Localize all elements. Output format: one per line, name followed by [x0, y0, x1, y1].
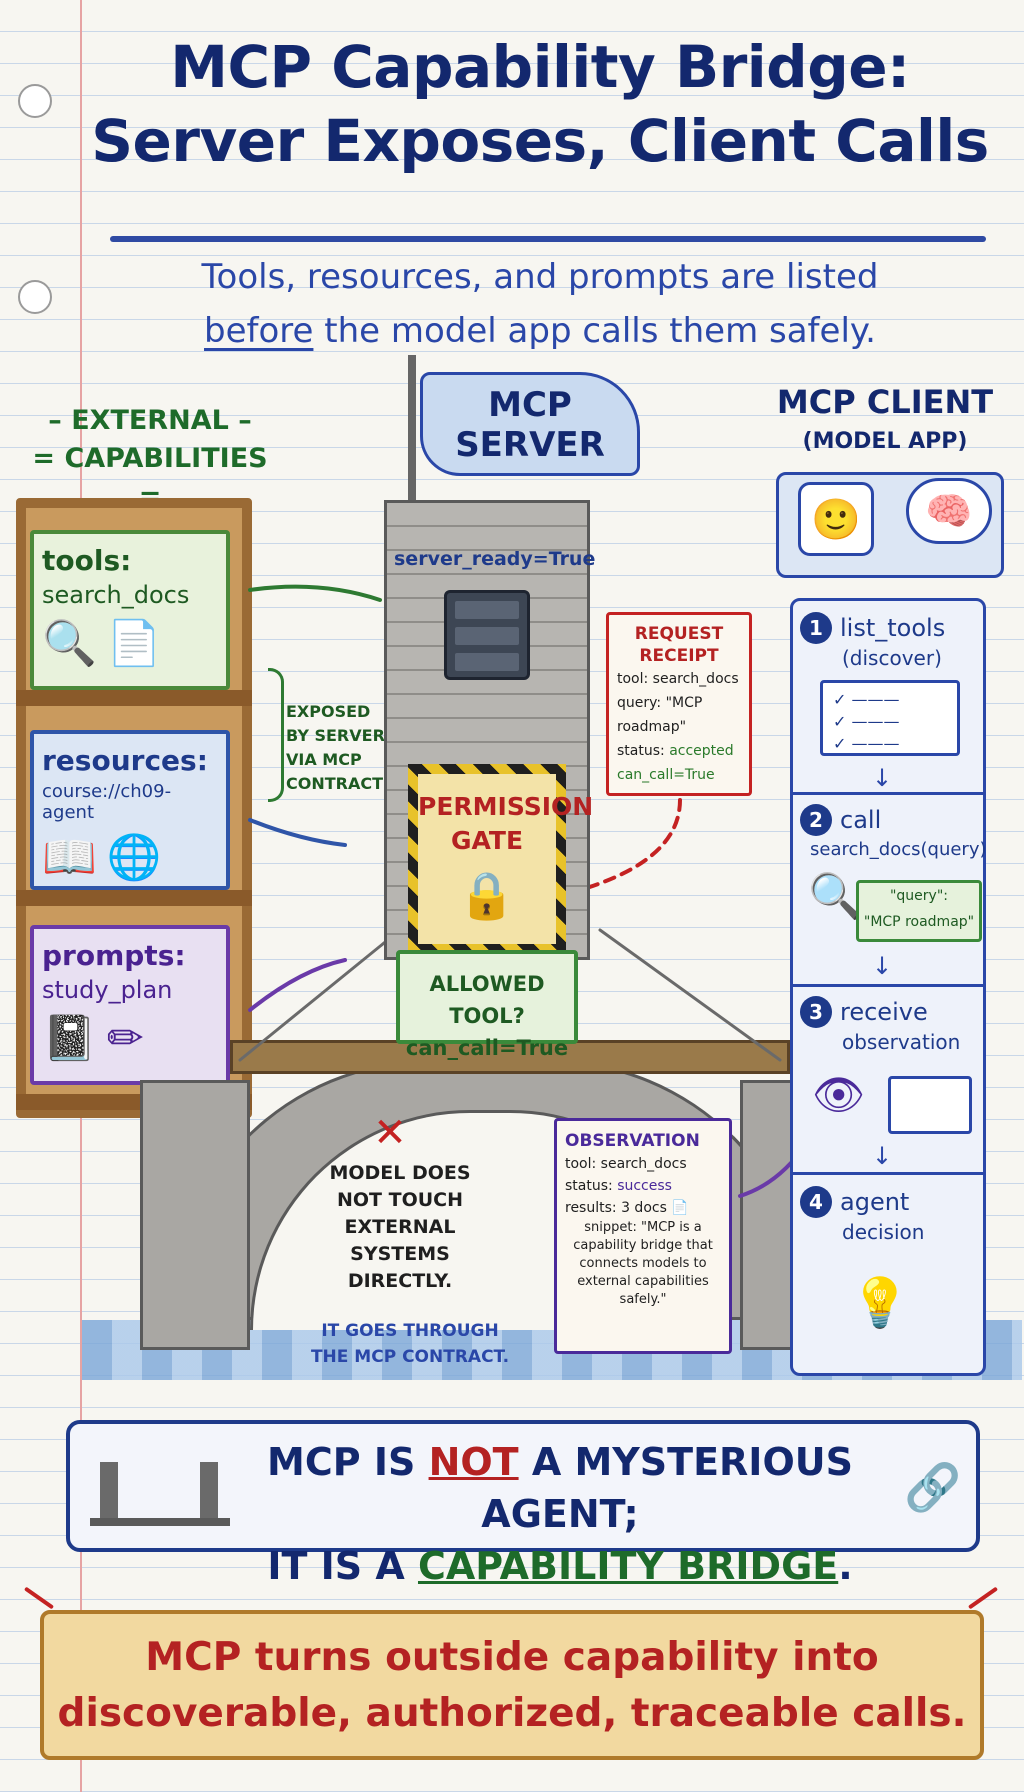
document-icon: 📄: [106, 618, 172, 669]
tools-card: tools: search_docs 🔍📄: [30, 530, 230, 690]
receipt-query: query: "MCP roadmap": [617, 695, 703, 735]
arrow-prompts-to-server: [248, 958, 347, 1012]
receipt-can-call: can_call=True: [617, 767, 715, 783]
observation-title: OBSERVATION: [565, 1131, 700, 1151]
flag-pole: [408, 355, 416, 515]
subtitle: Tools, resources, and prompts are listed…: [90, 250, 990, 358]
prompts-label: prompts:: [42, 939, 186, 972]
page-title: MCP Capability Bridge: Server Exposes, C…: [60, 30, 1020, 178]
shelf-board-2: [16, 890, 252, 906]
bridge-pillar-left: [140, 1080, 250, 1350]
external-capabilities-title: – EXTERNAL – = CAPABILITIES =: [32, 405, 268, 512]
arrow-tools-to-server: [248, 584, 382, 602]
request-receipt: REQUEST RECEIPT tool: search_docs query:…: [606, 612, 752, 796]
contract-note: IT GOES THROUGH THE MCP CONTRACT.: [310, 1321, 510, 1367]
gate-line-2: GATE: [450, 826, 524, 855]
mcp-server-flag: MCP SERVER: [420, 372, 640, 476]
subtitle-line-2: before the model app calls them safely.: [90, 304, 990, 358]
prompts-value: study_plan: [42, 976, 173, 1004]
receipt-title-2: RECEIPT: [639, 646, 719, 666]
brain-icon: 🧠: [906, 478, 992, 544]
arrow-down-3: ↓: [872, 1142, 893, 1170]
book-icon: 📖: [42, 832, 107, 883]
mini-bridge-icon: [90, 1462, 230, 1526]
chain-link-icon: 🔗: [904, 1460, 962, 1514]
allowed-tool-sign: ALLOWED TOOL? can_call=True: [396, 950, 578, 1060]
observation-snippet: snippet: "MCP is a capability bridge tha…: [573, 1220, 713, 1307]
banner-line-2: discoverable, authorized, traceable call…: [57, 1691, 967, 1736]
external-title-line-2: CAPABILITIES: [64, 443, 268, 474]
step-divider-2: [792, 984, 984, 987]
prompts-card: prompts: study_plan 📓✏: [30, 925, 230, 1085]
model-direct-note: MODEL DOES NOT TOUCH EXTERNAL SYSTEMS DI…: [329, 1162, 471, 1292]
title-line-1: MCP Capability Bridge:: [170, 33, 910, 101]
receipt-title-1: REQUEST: [634, 624, 724, 644]
summary-banner: MCP turns outside capability into discov…: [40, 1610, 984, 1760]
arrow-resources-to-server: [248, 818, 347, 847]
client-subtitle: (MODEL APP): [802, 429, 968, 454]
banner-line-1: MCP turns outside capability into: [145, 1635, 879, 1680]
exposed-brace: [268, 668, 284, 802]
title-underline: [110, 236, 986, 242]
flag-line-2: SERVER: [455, 425, 605, 465]
allowed-line-2: can_call=True: [405, 1036, 569, 1060]
client-title-line: MCP CLIENT: [776, 383, 994, 421]
tools-value: search_docs: [42, 581, 190, 609]
eye-icon: 👁: [812, 1070, 866, 1119]
resources-value: course://ch09-agent: [42, 781, 172, 823]
x-mark-icon: ✕: [373, 1110, 407, 1156]
tools-label: tools:: [42, 544, 132, 577]
receipt-status: status: accepted: [617, 743, 734, 759]
external-title-line-1: EXTERNAL: [71, 405, 229, 436]
server-ready-status: server_ready=True: [394, 548, 596, 570]
title-line-2: Server Exposes, Client Calls: [91, 107, 989, 175]
bridge-statement-box: [66, 1420, 980, 1552]
lock-icon: 🔒: [458, 868, 516, 922]
exposed-note: EXPOSED BY SERVER VIA MCP CONTRACT: [286, 702, 385, 793]
permission-gate: PERMISSION GATE 🔒: [408, 764, 594, 954]
document-icon: 📄: [671, 1200, 689, 1216]
gate-line-1: PERMISSION: [418, 792, 594, 821]
step-divider-1: [792, 792, 984, 795]
binder-hole-top: [18, 84, 52, 118]
observation-tool: tool: search_docs: [565, 1156, 687, 1172]
pencil-icon: ✏: [106, 1013, 154, 1064]
binder-hole-bottom: [18, 280, 52, 314]
globe-icon: 🌐: [106, 832, 172, 883]
resources-card: resources: course://ch09-agent 📖🌐: [30, 730, 230, 890]
lightbulb-icon: 💡: [850, 1275, 910, 1331]
query-json-box: "query": "MCP roadmap": [856, 880, 982, 942]
bridge-railings: [238, 928, 782, 1062]
shelf-board-1: [16, 690, 252, 706]
receipt-tool: tool: search_docs: [617, 671, 739, 687]
bridge-statement: MCP IS NOT A MYSTERIOUS AGENT; IT IS A C…: [267, 1440, 853, 1588]
flag-line-1: MCP: [488, 385, 572, 425]
mcp-client-title: MCP CLIENT (MODEL APP): [760, 382, 1010, 462]
observation-results: results: 3 docs 📄: [565, 1200, 689, 1216]
checklist-icon: ✓ ———✓ ———✓ ———: [820, 680, 960, 756]
arrow-down-1: ↓: [872, 764, 893, 792]
robot-icon: 🙂: [798, 482, 874, 556]
allowed-line-1: ALLOWED TOOL?: [429, 972, 545, 1028]
observation-document-icon: [888, 1076, 972, 1134]
server-rack-icon: [444, 590, 530, 680]
magnifier-icon: 🔍: [808, 871, 863, 922]
magnifier-icon: 🔍: [42, 618, 107, 669]
subtitle-before-emphasis: before: [204, 311, 314, 351]
subtitle-line-2-rest: the model app calls them safely.: [313, 311, 876, 351]
notepad-icon: 📓: [42, 1013, 107, 1064]
arrow-receipt-to-gate: [578, 798, 682, 892]
observation-card: OBSERVATION tool: search_docs status: su…: [554, 1118, 732, 1354]
step-divider-3: [792, 1172, 984, 1175]
observation-status: status: success: [565, 1178, 672, 1194]
resources-label: resources:: [42, 744, 208, 777]
subtitle-line-1: Tools, resources, and prompts are listed: [201, 257, 879, 297]
arrow-down-2: ↓: [872, 952, 893, 980]
